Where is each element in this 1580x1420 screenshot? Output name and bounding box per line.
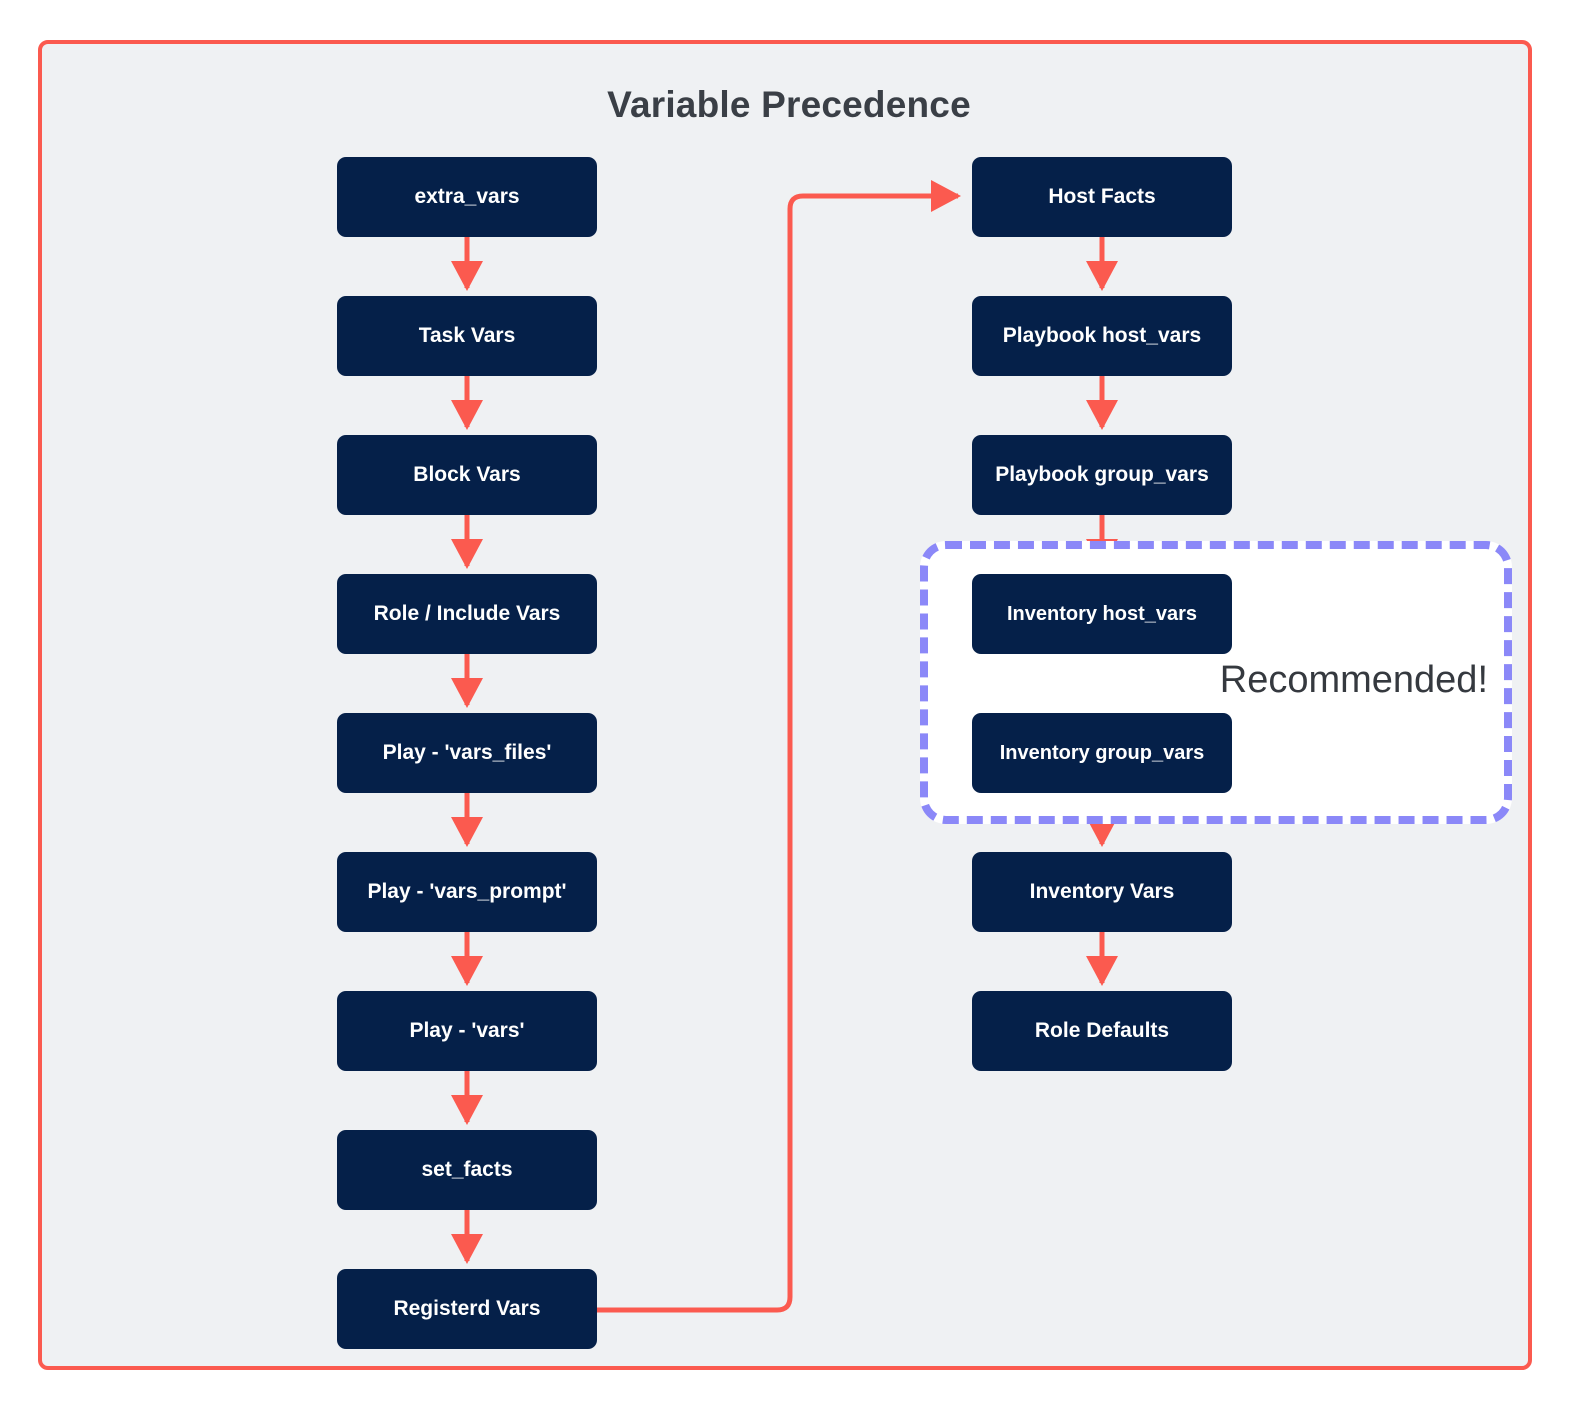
node-role-defaults[interactable]: Role Defaults	[972, 991, 1232, 1071]
node-inventory-group-vars[interactable]: Inventory group_vars	[972, 713, 1232, 793]
node-play-vars[interactable]: Play - 'vars'	[337, 991, 597, 1071]
node-host-facts[interactable]: Host Facts	[972, 157, 1232, 237]
node-label: Role / Include Vars	[373, 602, 561, 626]
node-inventory-vars[interactable]: Inventory Vars	[972, 852, 1232, 932]
node-extra-vars[interactable]: extra_vars	[337, 157, 597, 237]
recommended-label: Recommended!	[1219, 659, 1488, 701]
node-play-vars-files[interactable]: Play - 'vars_files'	[337, 713, 597, 793]
node-label: Playbook host_vars	[1002, 324, 1202, 348]
node-label: Task Vars	[418, 324, 516, 348]
node-label: Inventory Vars	[1029, 880, 1175, 904]
page-title: Variable Precedence	[607, 84, 971, 125]
node-label: Play - 'vars_prompt'	[367, 880, 567, 904]
node-label: Play - 'vars'	[409, 1019, 525, 1043]
node-role-include-vars[interactable]: Role / Include Vars	[337, 574, 597, 654]
node-label: Playbook group_vars	[995, 463, 1209, 487]
node-label: set_facts	[421, 1158, 513, 1182]
node-registerd-vars[interactable]: Registerd Vars	[337, 1269, 597, 1349]
node-label: extra_vars	[414, 185, 520, 209]
node-playbook-host-vars[interactable]: Playbook host_vars	[972, 296, 1232, 376]
node-task-vars[interactable]: Task Vars	[337, 296, 597, 376]
node-label: Role Defaults	[1034, 1019, 1170, 1043]
node-play-vars-prompt[interactable]: Play - 'vars_prompt'	[337, 852, 597, 932]
node-label: Play - 'vars_files'	[382, 741, 552, 765]
node-label: Inventory group_vars	[999, 742, 1205, 764]
node-set-facts[interactable]: set_facts	[337, 1130, 597, 1210]
node-label: Registerd Vars	[393, 1297, 541, 1321]
node-block-vars[interactable]: Block Vars	[337, 435, 597, 515]
node-label: Host Facts	[1048, 185, 1156, 209]
node-label: Inventory host_vars	[1006, 603, 1198, 625]
node-inventory-host-vars[interactable]: Inventory host_vars	[972, 574, 1232, 654]
node-label: Block Vars	[413, 463, 521, 487]
node-playbook-group-vars[interactable]: Playbook group_vars	[972, 435, 1232, 515]
